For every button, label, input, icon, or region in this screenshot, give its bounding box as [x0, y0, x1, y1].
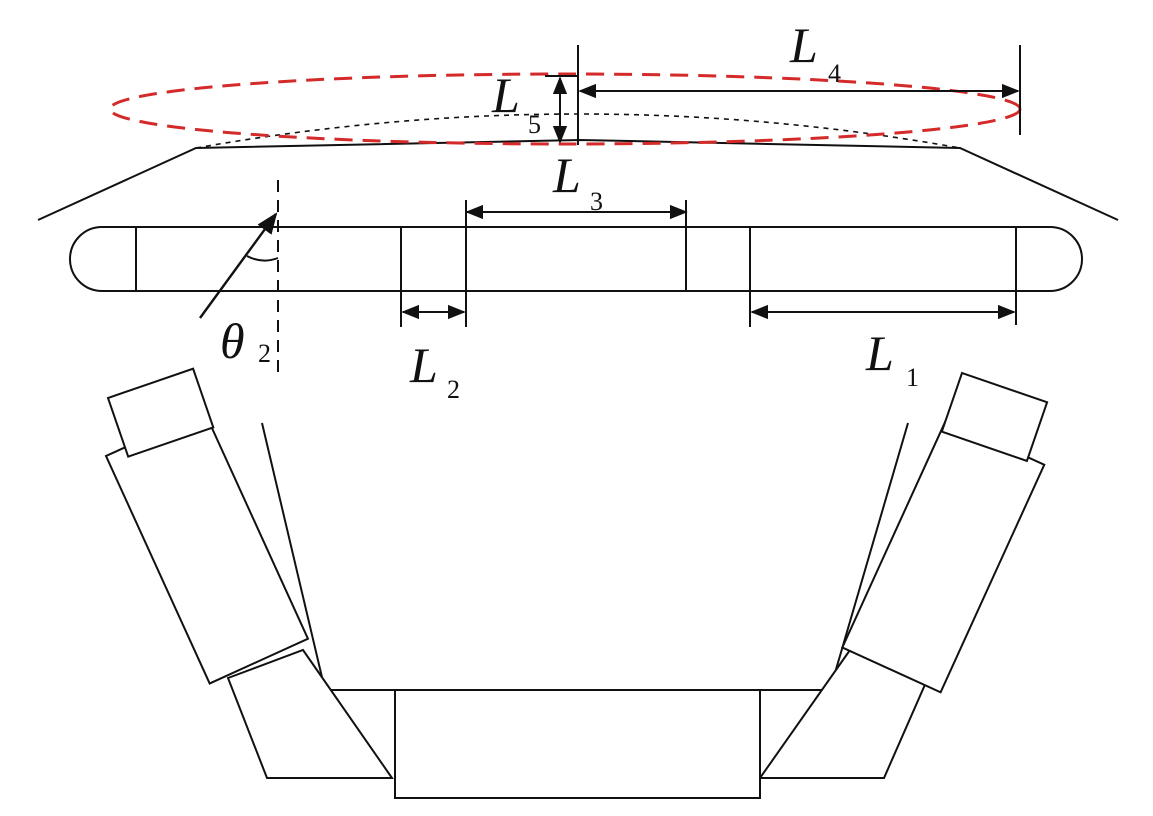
label-theta2: θ 2: [220, 313, 271, 369]
angle-arrow: [199, 212, 278, 319]
center-roller: [394, 689, 761, 799]
right-roller-cap: [940, 371, 1049, 463]
label-L3: L 3: [552, 147, 603, 216]
label-L5-main: L: [491, 67, 520, 123]
frame-inner-outline: [261, 422, 909, 691]
label-theta2-sub: 2: [258, 339, 271, 368]
right-roller: [841, 418, 1046, 694]
left-roller-cap: [106, 367, 215, 458]
deformation-ellipse: [108, 72, 1022, 146]
label-L3-main: L: [552, 147, 581, 203]
label-L1-sub: 1: [906, 363, 919, 392]
label-L2-sub: 2: [447, 375, 460, 404]
label-L3-sub: 3: [590, 187, 603, 216]
rod-assembly: [69, 200, 1083, 327]
label-L4-main: L: [789, 17, 818, 73]
theta2-angle: [199, 180, 279, 380]
label-L2: L 2: [409, 337, 460, 404]
label-L4: L 4: [789, 17, 841, 88]
left-bracket: [226, 648, 394, 779]
label-L5: L 5: [491, 67, 541, 139]
rod-outline: [69, 226, 1083, 292]
label-L5-sub: 5: [528, 110, 541, 139]
label-L1: L 1: [865, 325, 919, 392]
label-L2-main: L: [409, 337, 438, 393]
label-L1-main: L: [865, 325, 894, 381]
label-L4-sub: 4: [828, 59, 841, 88]
belt-line: [37, 138, 1119, 221]
angle-arc: [246, 255, 279, 262]
label-theta2-main: θ: [220, 313, 245, 369]
dimension-L4-L5: [545, 45, 1021, 145]
idler-frame: [104, 367, 1049, 799]
